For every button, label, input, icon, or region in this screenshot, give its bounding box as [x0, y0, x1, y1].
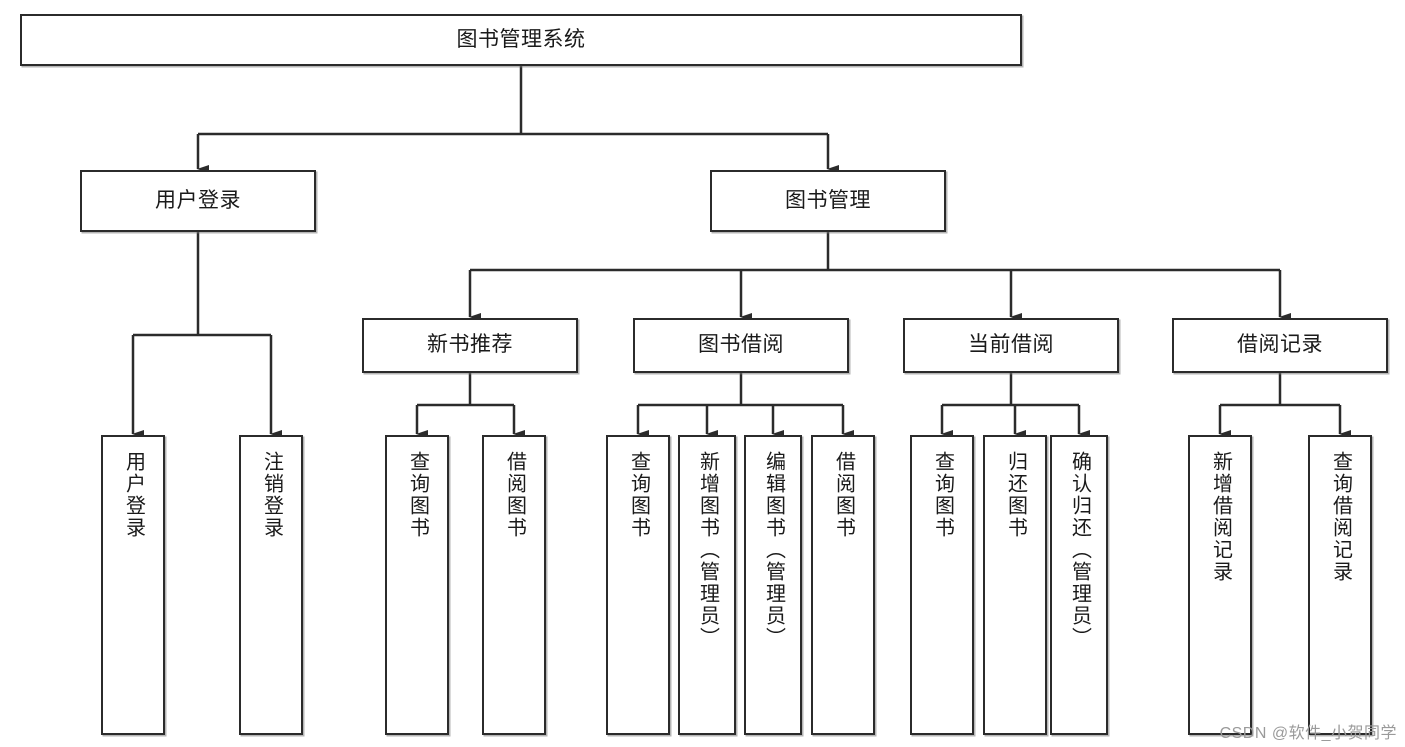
node-label: 借阅记录 — [1237, 333, 1323, 357]
node-leaf-user-login[interactable]: 用户登录 — [101, 435, 165, 735]
node-book-manage[interactable]: 图书管理 — [710, 170, 946, 232]
node-leaf-edit-book[interactable]: 编辑图书（管理员） — [744, 435, 802, 735]
node-user-login[interactable]: 用户登录 — [80, 170, 316, 232]
node-book-borrow[interactable]: 图书借阅 — [633, 318, 849, 373]
node-leaf-query-book-2[interactable]: 查询图书 — [606, 435, 670, 735]
node-label: 编辑图书（管理员） — [762, 451, 785, 649]
node-label: 当前借阅 — [968, 333, 1054, 357]
node-leaf-query-record[interactable]: 查询借阅记录 — [1308, 435, 1372, 735]
node-root[interactable]: 图书管理系统 — [20, 14, 1022, 66]
node-leaf-add-record[interactable]: 新增借阅记录 — [1188, 435, 1252, 735]
node-label: 新书推荐 — [427, 333, 513, 357]
node-label: 新增借阅记录 — [1209, 451, 1232, 583]
node-leaf-borrow-book-1[interactable]: 借阅图书 — [482, 435, 546, 735]
node-leaf-add-book[interactable]: 新增图书（管理员） — [678, 435, 736, 735]
node-leaf-query-book-3[interactable]: 查询图书 — [910, 435, 974, 735]
node-leaf-logout[interactable]: 注销登录 — [239, 435, 303, 735]
watermark-text: CSDN @软件_小贺同学 — [1219, 725, 1397, 742]
node-label: 图书借阅 — [698, 333, 784, 357]
node-label: 借阅图书 — [503, 451, 526, 539]
node-label: 查询图书 — [931, 451, 954, 539]
node-label: 借阅图书 — [832, 451, 855, 539]
node-label: 确认归还（管理员） — [1068, 451, 1091, 649]
node-new-book-rec[interactable]: 新书推荐 — [362, 318, 578, 373]
node-label: 图书管理 — [785, 188, 871, 212]
node-label: 查询借阅记录 — [1329, 451, 1352, 583]
node-leaf-borrow-book-2[interactable]: 借阅图书 — [811, 435, 875, 735]
node-leaf-query-book-1[interactable]: 查询图书 — [385, 435, 449, 735]
node-leaf-confirm-return[interactable]: 确认归还（管理员） — [1050, 435, 1108, 735]
node-current-borrow[interactable]: 当前借阅 — [903, 318, 1119, 373]
node-label: 注销登录 — [260, 451, 283, 539]
node-label: 查询图书 — [406, 451, 429, 539]
node-label: 查询图书 — [627, 451, 650, 539]
node-label: 用户登录 — [155, 188, 241, 212]
node-label: 图书管理系统 — [456, 27, 586, 51]
node-label: 归还图书 — [1004, 451, 1027, 539]
node-label: 新增图书（管理员） — [696, 451, 719, 649]
node-leaf-return-book[interactable]: 归还图书 — [983, 435, 1047, 735]
node-borrow-record[interactable]: 借阅记录 — [1172, 318, 1388, 373]
node-label: 用户登录 — [122, 451, 145, 539]
